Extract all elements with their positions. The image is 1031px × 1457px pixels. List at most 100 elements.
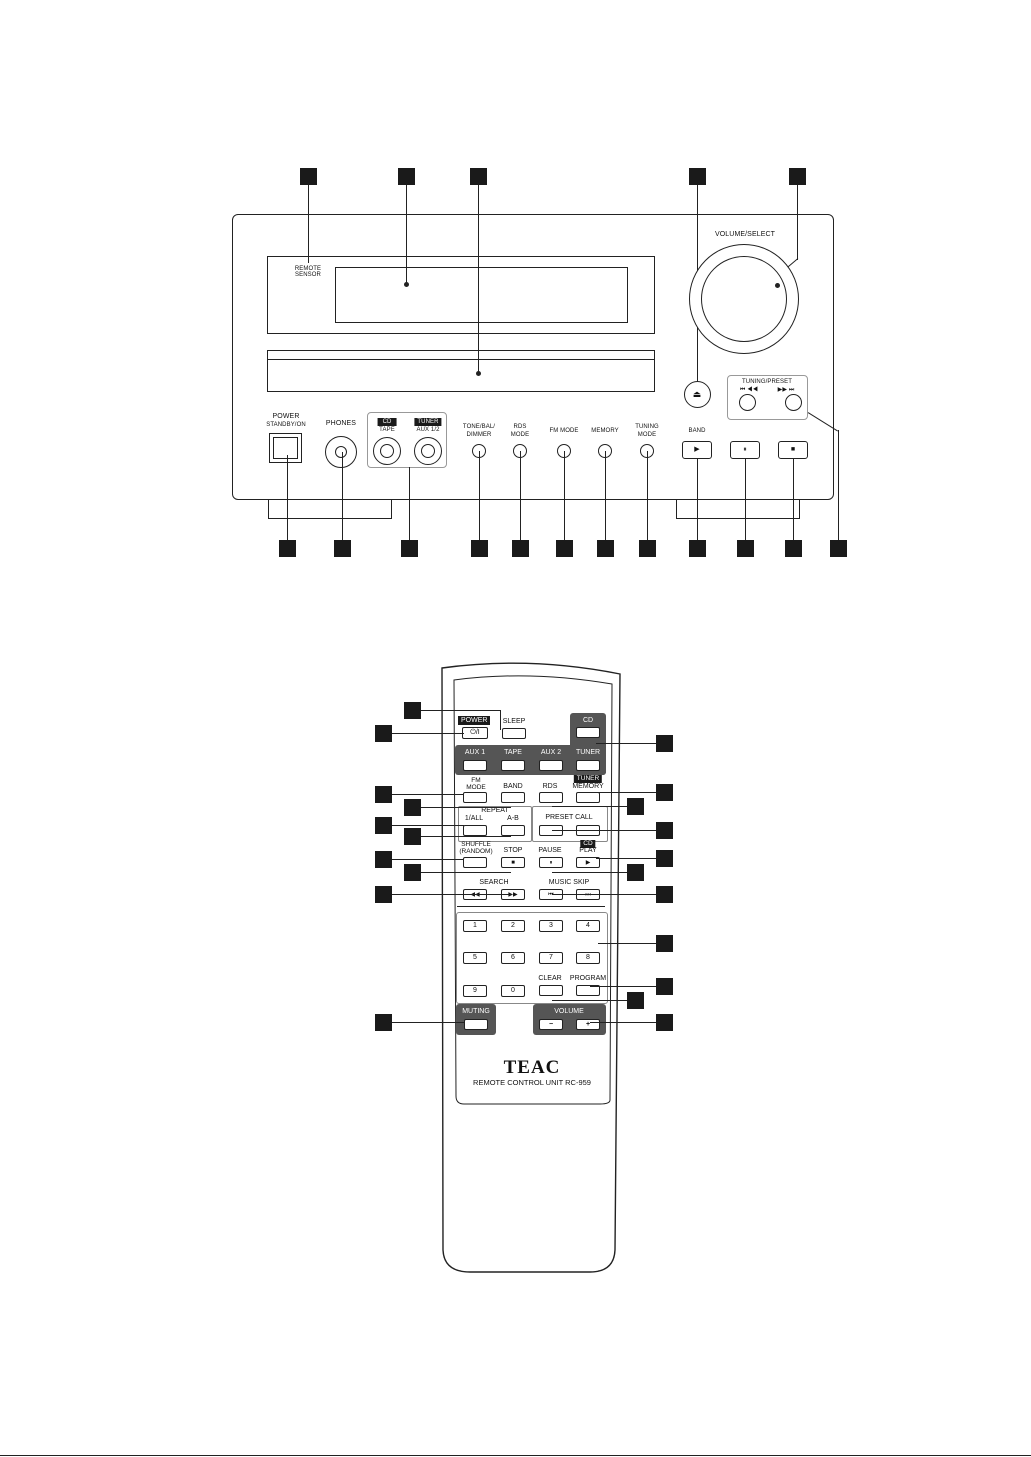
aux12-label: AUX 1/2: [416, 427, 440, 433]
remote-rds-button[interactable]: [539, 792, 563, 803]
fm-mode-label: FM MODE: [549, 428, 579, 434]
remote-1all-label: 1/ALL: [464, 815, 484, 822]
remote-volume-down-button[interactable]: −: [539, 1019, 563, 1030]
leader-line: [308, 185, 310, 263]
remote-play-button[interactable]: ▶: [576, 857, 600, 868]
remote-clear-label: CLEAR: [538, 975, 562, 982]
remote-band-button[interactable]: [501, 792, 525, 803]
remote-power-button[interactable]: ⏻/I: [462, 727, 488, 739]
pause-button[interactable]: [730, 441, 760, 459]
remote-tape-button[interactable]: [501, 760, 525, 771]
callout-fm-mode: [556, 540, 573, 557]
volume-knob-dot: [775, 283, 780, 288]
remote-clear-button[interactable]: [539, 985, 563, 996]
remote-aux1-button[interactable]: [463, 760, 487, 771]
remote-tape-label: TAPE: [504, 749, 522, 756]
callout-remote-sleep: [404, 702, 421, 719]
remote-digit-5[interactable]: 5: [463, 952, 487, 964]
remote-digit-8[interactable]: 8: [576, 952, 600, 964]
leader-line: [479, 451, 481, 540]
remote-brand-logo: TEAC: [503, 1057, 561, 1078]
remote-pause-button[interactable]: ⏸: [539, 857, 563, 868]
power-button[interactable]: [269, 433, 302, 463]
remote-play-label: PLAY: [579, 847, 597, 854]
leader-line: [838, 430, 840, 540]
leader-line: [421, 710, 501, 712]
callout-remote-volume: [656, 1014, 673, 1031]
remote-program-label: PROGRAM: [569, 975, 607, 982]
remote-digit-6[interactable]: 6: [501, 952, 525, 964]
callout-play-band: [689, 540, 706, 557]
remote-repeat-ab-button[interactable]: [501, 825, 525, 836]
input-jack-group: [367, 412, 447, 468]
tuning-prev-button[interactable]: [739, 394, 756, 411]
tuning-mode-label: TUNING MODE: [635, 424, 659, 438]
eject-button[interactable]: [684, 381, 711, 408]
leader-line: [605, 451, 607, 540]
remote-sensor-label: REMOTE SENSOR: [294, 266, 322, 278]
remote-search-fwd-icon: ▶▶: [508, 892, 518, 898]
leader-line: [552, 806, 627, 808]
leader-line: [552, 1000, 627, 1002]
leader-line: [520, 451, 522, 540]
remote-digit-7[interactable]: 7: [539, 952, 563, 964]
leader-line: [552, 894, 656, 896]
disc-tray: [267, 350, 655, 392]
callout-pause: [737, 540, 754, 557]
leader-line: [421, 872, 511, 874]
power-button-inner: [273, 437, 298, 459]
tuning-next-icon: ▶▶ ⏭: [777, 387, 795, 393]
remote-shuffle-button[interactable]: [463, 857, 487, 868]
remote-digit-4[interactable]: 4: [576, 920, 600, 932]
display-frame: [267, 256, 655, 334]
tuning-prev-icon: ⏮ ◀◀: [739, 387, 759, 393]
leader-line: [500, 710, 502, 730]
stop-button[interactable]: [778, 441, 808, 459]
remote-aux2-button[interactable]: [539, 760, 563, 771]
leader-line: [552, 830, 656, 832]
leader-line: [392, 894, 512, 896]
remote-band-label: BAND: [503, 783, 523, 790]
remote-volume-up-button[interactable]: +: [576, 1019, 600, 1030]
remote-repeat-1all-button[interactable]: [463, 825, 487, 836]
callout-tone-bal-dimmer: [471, 540, 488, 557]
right-foot: [676, 499, 800, 519]
play-band-button[interactable]: [682, 441, 712, 459]
remote-muting-button[interactable]: [464, 1019, 488, 1030]
leader-line: [342, 452, 344, 540]
remote-fm-mode-button[interactable]: [463, 792, 487, 803]
tuning-preset-group: [727, 375, 808, 420]
tuning-next-button[interactable]: [785, 394, 802, 411]
remote-sleep-button[interactable]: [502, 728, 526, 739]
remote-digit-9[interactable]: 9: [463, 985, 487, 997]
callout-remote-stop: [404, 864, 421, 881]
remote-digit-3[interactable]: 3: [539, 920, 563, 932]
leader-line: [392, 1022, 464, 1024]
eject-icon: ⏏: [692, 389, 702, 399]
remote-memory-button[interactable]: [576, 792, 600, 803]
callout-eject: [689, 168, 706, 185]
power-sub: STANDBY/ON: [266, 422, 306, 428]
remote-cd-tag: CD: [580, 840, 596, 848]
remote-tuner-button[interactable]: [576, 760, 600, 771]
remote-program-button[interactable]: [576, 985, 600, 996]
callout-display: [398, 168, 415, 185]
leader-line: [590, 792, 656, 794]
remote-digit-2[interactable]: 2: [501, 920, 525, 932]
leader-line: [797, 185, 799, 260]
callout-tuning-mode: [639, 540, 656, 557]
callout-volume: [789, 168, 806, 185]
remote-skip-back-icon: ⏮: [548, 892, 554, 898]
callout-remote-source: [656, 735, 673, 752]
callout-phones: [334, 540, 351, 557]
remote-stop-button[interactable]: ■: [501, 857, 525, 868]
remote-cd-button[interactable]: [576, 727, 600, 738]
remote-model-label: REMOTE CONTROL UNIT RC-959: [473, 1078, 591, 1087]
memory-label: MEMORY: [591, 428, 619, 434]
remote-digit-1[interactable]: 1: [463, 920, 487, 932]
leader-line: [409, 467, 411, 540]
remote-digit-0[interactable]: 0: [501, 985, 525, 997]
tuner-tag: TUNER: [414, 418, 442, 426]
disc-tray-dot: [476, 371, 481, 376]
remote-body: [441, 662, 621, 1273]
